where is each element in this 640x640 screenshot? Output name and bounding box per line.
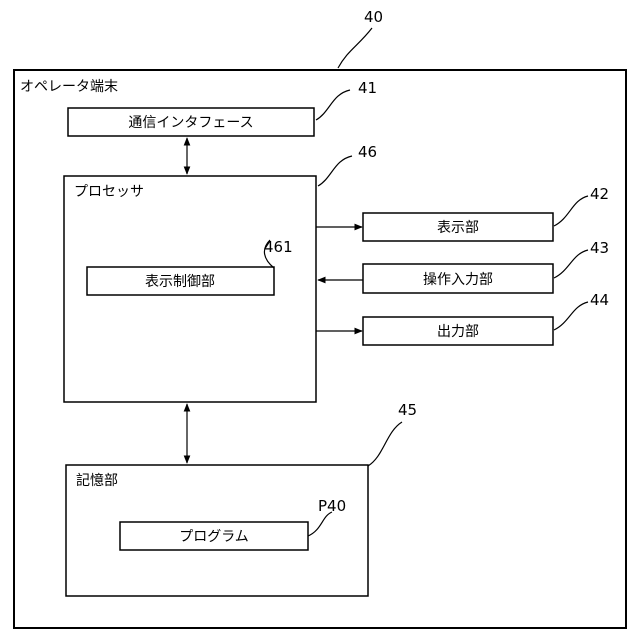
output-unit-label: 出力部 — [437, 324, 479, 340]
terminal-ref: 40 — [364, 8, 383, 26]
program-ref: P40 — [318, 497, 346, 515]
output-unit-block: 出力部 44 — [316, 291, 609, 345]
display-unit-block: 表示部 42 — [316, 185, 609, 241]
storage-block: 記憶部 45 — [66, 401, 417, 596]
program-label: プログラム — [179, 529, 249, 545]
storage-ref: 45 — [398, 401, 417, 419]
input-unit-ref: 43 — [590, 239, 609, 257]
processor-title: プロセッサ — [74, 184, 144, 200]
input-unit-label: 操作入力部 — [423, 272, 493, 288]
comm-interface-label: 通信インタフェース — [128, 115, 253, 131]
display-unit-ref: 42 — [590, 185, 609, 203]
terminal-title: オペレータ端末 — [20, 79, 118, 95]
storage-title: 記憶部 — [76, 472, 118, 489]
display-control-ref: 461 — [264, 238, 293, 256]
processor-ref: 46 — [358, 143, 377, 161]
display-control-label: 表示制御部 — [145, 274, 215, 290]
display-unit-label: 表示部 — [437, 220, 479, 236]
comm-interface-ref: 41 — [358, 79, 377, 97]
input-unit-block: 操作入力部 43 — [318, 239, 609, 293]
output-unit-ref: 44 — [590, 291, 609, 309]
